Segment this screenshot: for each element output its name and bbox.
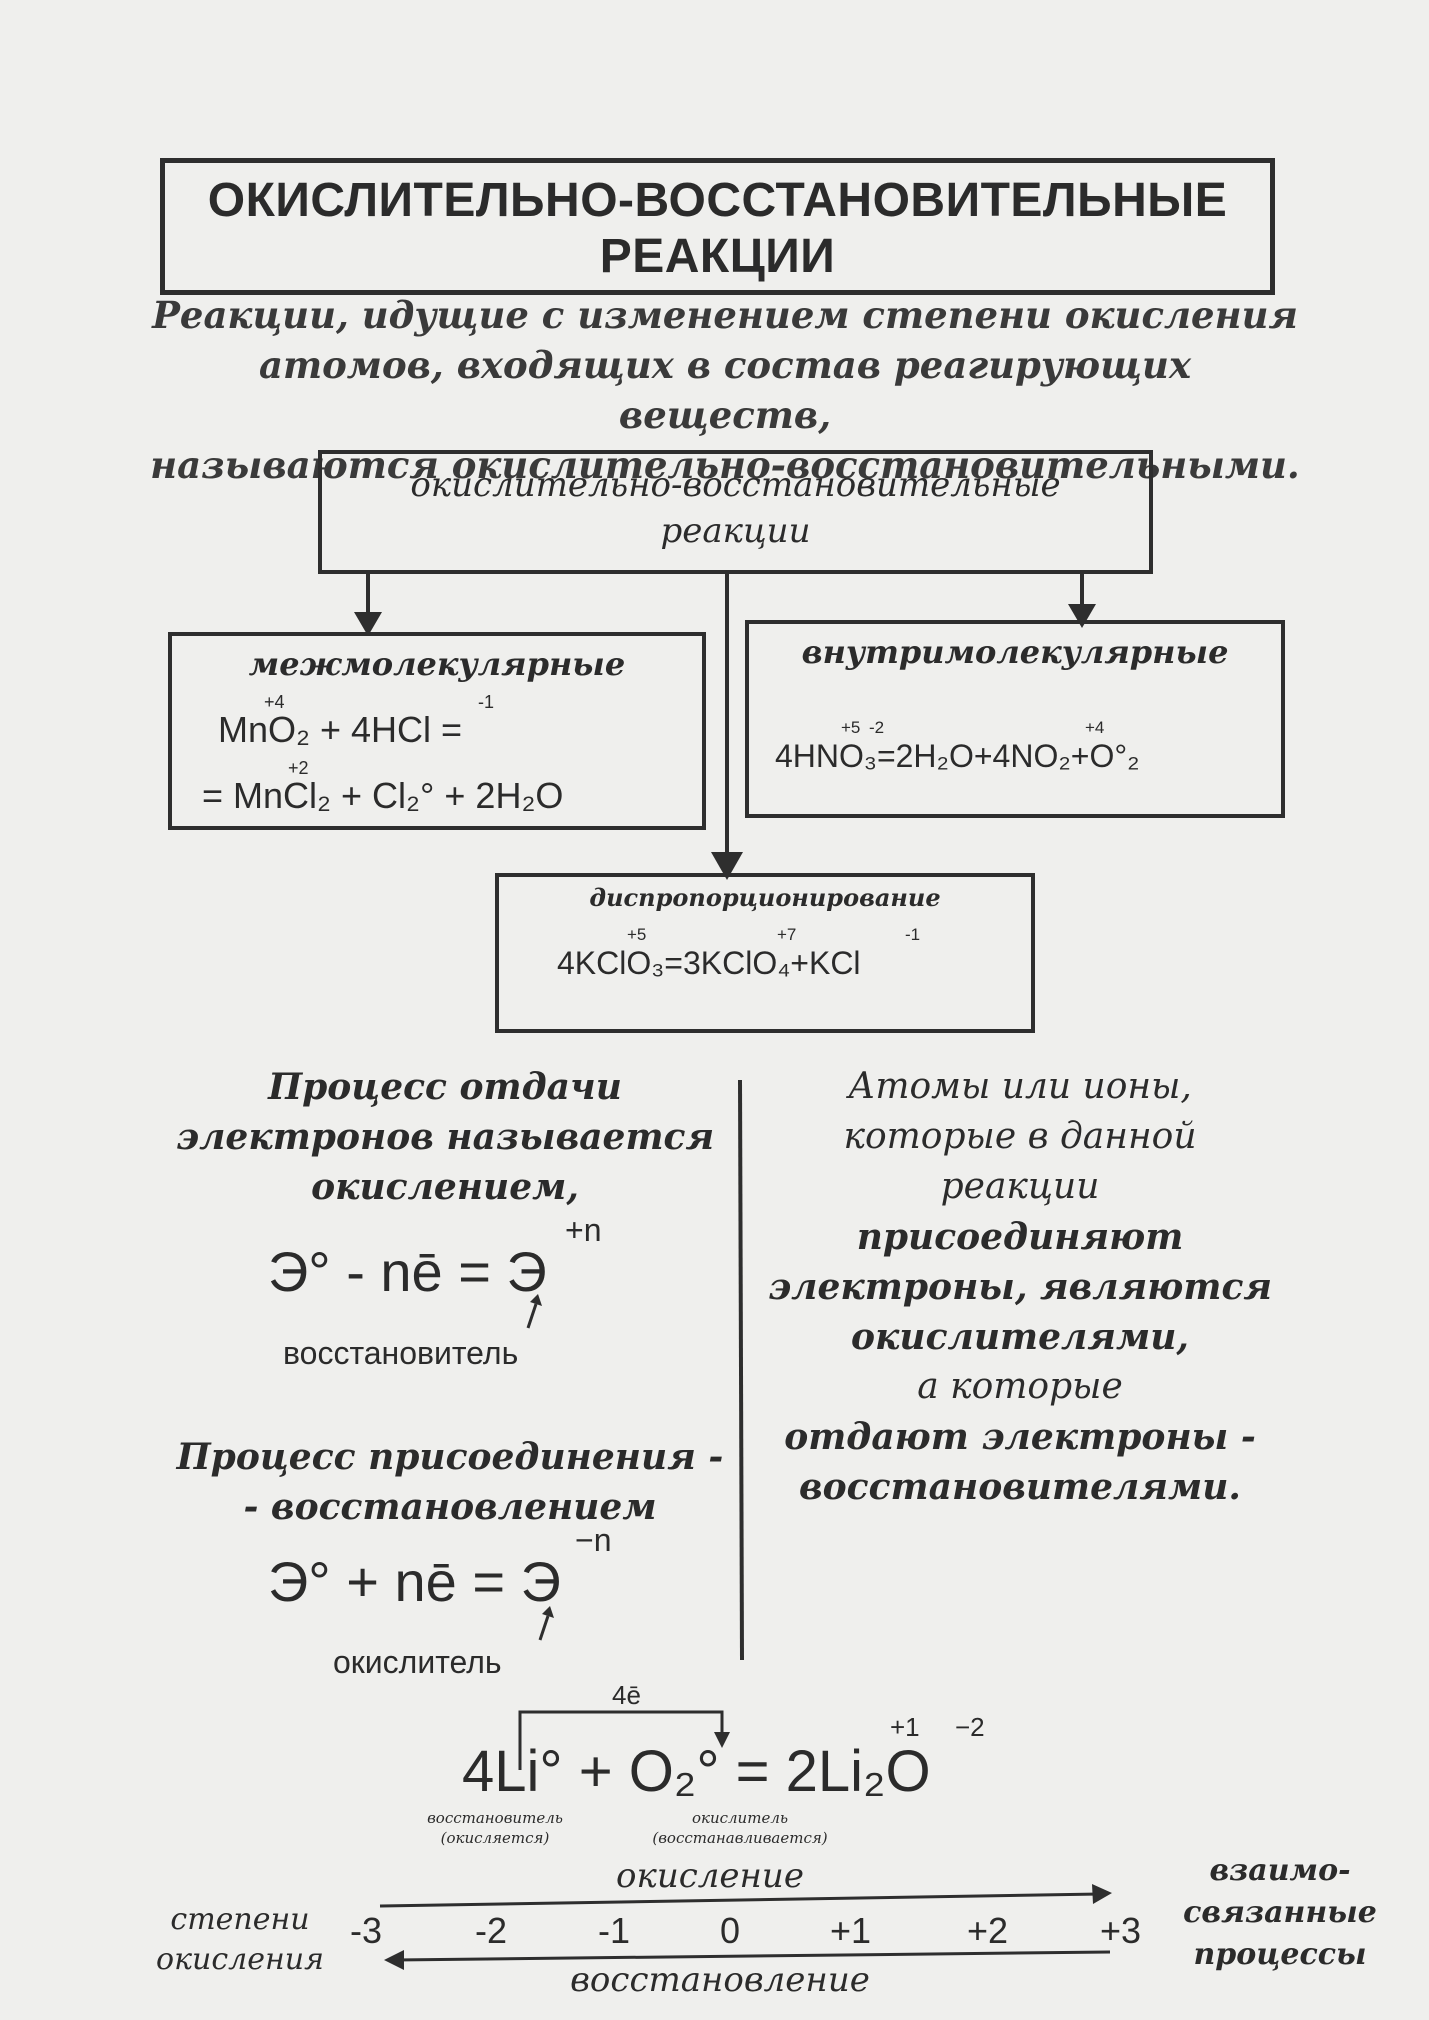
right-line: Атомы или ионы,	[848, 1066, 1192, 1107]
scale-left-line2: окисления	[156, 1942, 324, 1977]
o-role: окислитель (восстанавливается)	[610, 1808, 870, 1848]
intra-ox-n2: +4	[1085, 718, 1105, 737]
oxidation-line: электронов называется	[175, 1116, 715, 1158]
scale-value: -1	[598, 1910, 631, 1951]
scale-value: +1	[830, 1910, 872, 1951]
intramolecular-box: внутримолекулярные 4HNO₃=2H₂O+4NO₂+O°₂ +…	[745, 620, 1285, 818]
li-role-line2: (окисляется)	[440, 1829, 550, 1847]
scale-left-label: степени окисления	[140, 1900, 340, 1980]
reduction-label: окислитель	[333, 1644, 502, 1680]
reduction-sup: −n	[575, 1522, 612, 1558]
scale-left-line1: степени	[170, 1902, 310, 1937]
intramolecular-label: внутримолекулярные	[801, 633, 1229, 671]
dispro-ox3: -1	[905, 925, 921, 944]
inter-ox-mn2: +2	[288, 758, 309, 778]
reduction-line: - восстановлением	[243, 1486, 657, 1528]
li-role: восстановитель (окисляется)	[395, 1808, 595, 1848]
intra-ox-n: +5	[841, 718, 861, 737]
dispro-ox1: +5	[627, 925, 647, 944]
dispro-ox2: +7	[777, 925, 797, 944]
title-line1: ОКИСЛИТЕЛЬНО-ВОССТАНОВИТЕЛЬНЫЕ	[207, 174, 1228, 227]
definition-line: атомов, входящих в состав реагирующих ве…	[258, 343, 1192, 437]
scale-value: -3	[350, 1910, 383, 1951]
scale-value: +3	[1100, 1910, 1142, 1951]
root-box-line2: реакции	[660, 511, 811, 551]
scale-right-line1: взаимо-	[1209, 1853, 1351, 1888]
reduction-formula-text: Э° + nē = Э	[268, 1550, 561, 1613]
oxidation-line: окислением,	[311, 1166, 579, 1208]
right-bold: отдают электроны -	[784, 1416, 1256, 1458]
title-box: ОКИСЛИТЕЛЬНО-ВОССТАНОВИТЕЛЬНЫЕ РЕАКЦИИ	[160, 158, 1275, 295]
scale-right-line3: процессы	[1193, 1937, 1367, 1972]
inter-ox-mn: +4	[264, 692, 285, 712]
intermolecular-label: межмолекулярные	[248, 645, 626, 683]
intra-ox-o: -2	[869, 718, 885, 737]
scale-right-line2: связанные	[1183, 1895, 1377, 1930]
scale-right-label: взаимо- связанные процессы	[1170, 1850, 1390, 1976]
reduction-formula: Э° + nē = Э	[268, 1550, 561, 1614]
dispro-eq: 4KClO₃=3KClO₄+KCl	[557, 943, 861, 983]
disproportionation-box: диспропорционирование 4KClO₃=3KClO₄+KCl …	[495, 873, 1035, 1033]
scale-value: 0	[720, 1910, 741, 1951]
example-ox-o: −2	[955, 1712, 985, 1742]
right-bold: электроны, являются	[767, 1266, 1273, 1308]
li-role-line1: восстановитель	[427, 1809, 563, 1827]
inter-eq2: = MnCl₂ + Cl₂° + 2H₂O	[202, 776, 563, 816]
scale-top-label: окисление	[616, 1856, 804, 1896]
intra-eq-text: 4HNO₃=2H₂O+4NO₂+O°₂	[775, 738, 1140, 774]
oxidation-formula: Э° - nē = Э	[268, 1240, 547, 1304]
title-line2: РЕАКЦИИ	[599, 230, 836, 283]
oxidation-text: Процесс отдачи электронов называется оки…	[150, 1062, 740, 1212]
scale-value: -2	[475, 1910, 508, 1951]
inter-eq1: MnO₂ + 4HCl =	[218, 710, 462, 750]
inter-eq1-text: MnO₂ + 4HCl =	[218, 709, 463, 750]
right-bold: восстановителями.	[799, 1466, 1241, 1508]
definition-line: Реакции, идущие с изменением степени оки…	[152, 293, 1298, 337]
electron-count: 4ē	[612, 1680, 641, 1710]
example-equation: 4Li° + O₂° = 2Li₂O	[462, 1740, 931, 1804]
inter-eq2-text: = MnCl₂ + Cl₂° + 2H₂O	[202, 775, 564, 816]
right-explanation: Атомы или ионы, которые в данной реакции…	[760, 1062, 1280, 1512]
oxidation-label: восстановитель	[283, 1335, 519, 1371]
o-role-line2: (восстанавливается)	[652, 1829, 828, 1847]
scale-value: +2	[967, 1910, 1009, 1951]
example-equation-text: 4Li° + O₂° = 2Li₂O	[462, 1739, 931, 1804]
disproportionation-label: диспропорционирование	[589, 883, 941, 912]
dispro-eq-text: 4KClO₃=3KClO₄+KCl	[557, 945, 861, 981]
right-bold: окислителями,	[851, 1316, 1189, 1358]
right-line: а которые	[917, 1366, 1123, 1407]
o-role-line1: окислитель	[691, 1809, 789, 1827]
intra-eq: 4HNO₃=2H₂O+4NO₂+O°₂	[775, 736, 1140, 776]
inter-ox-cl: -1	[478, 692, 495, 712]
oxidation-line: Процесс отдачи	[268, 1066, 622, 1108]
oxidation-sup: +n	[565, 1212, 602, 1248]
example-ox-li: +1	[890, 1712, 920, 1742]
oxidation-formula-text: Э° - nē = Э	[268, 1240, 547, 1303]
right-bold: присоединяют	[856, 1216, 1184, 1258]
root-box-line1: окислительно-восстановительные	[410, 465, 1061, 505]
reduction-text: Процесс присоединения - - восстановление…	[150, 1432, 750, 1532]
root-box: окислительно-восстановительные реакции	[318, 450, 1153, 574]
reduction-line: Процесс присоединения -	[176, 1436, 724, 1478]
intermolecular-box: межмолекулярные MnO₂ + 4HCl = +4 -1 = Mn…	[168, 632, 706, 830]
scale-bottom-label: восстановление	[570, 1960, 870, 2000]
right-line: реакции	[940, 1166, 1100, 1207]
right-line: которые в данной	[843, 1116, 1197, 1157]
